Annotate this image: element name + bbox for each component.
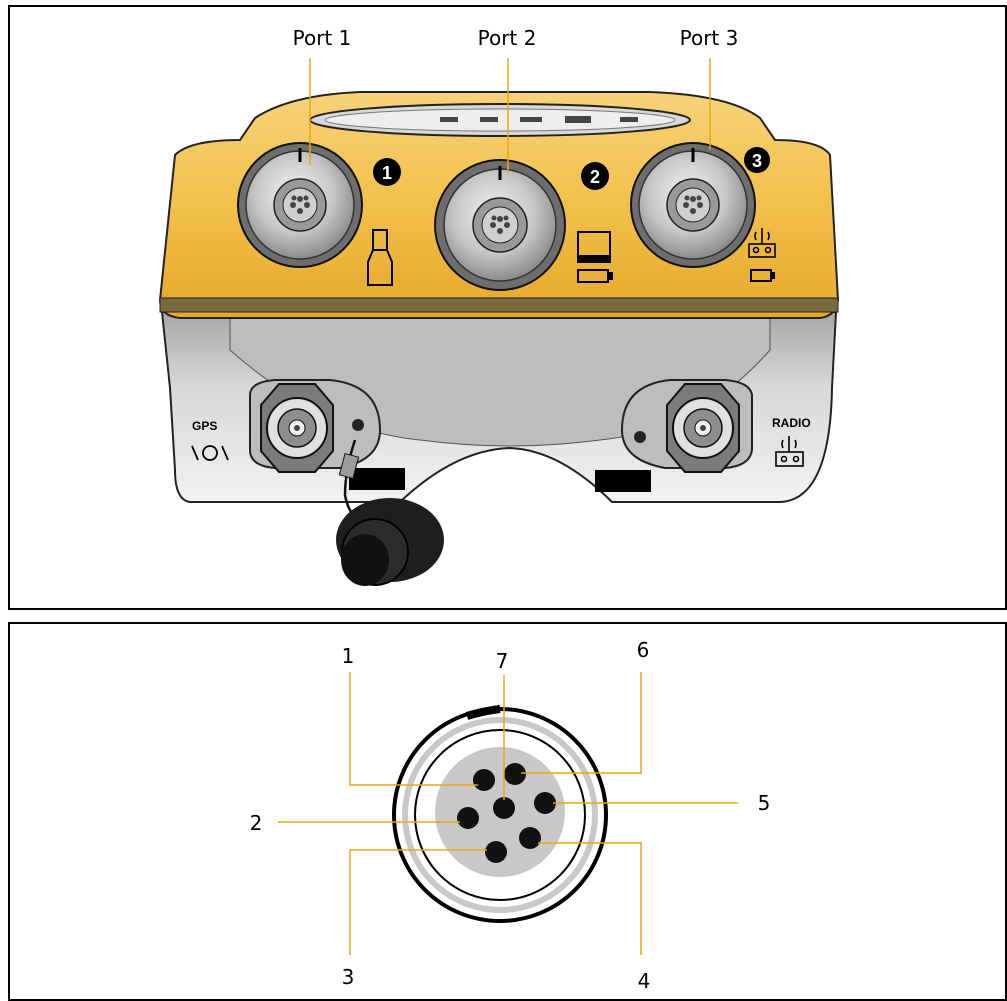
pin-7 [493, 797, 515, 819]
port-3-label: Port 3 [680, 26, 739, 50]
pin-label-3: 3 [342, 965, 355, 989]
pin-label-4: 4 [638, 969, 651, 993]
pin-label-6: 6 [637, 638, 650, 662]
computer-icon [577, 231, 611, 263]
pin-label-2: 2 [250, 811, 263, 835]
pin-3 [485, 841, 507, 863]
port-1-connector [237, 142, 363, 268]
radio-label: RADIO [772, 416, 811, 430]
port-number-badge-3: 3 [744, 147, 770, 173]
pin-4-leader [538, 842, 642, 955]
radio-label-plate [595, 470, 651, 492]
pin-2 [457, 807, 479, 829]
gps-label: GPS [192, 419, 217, 433]
port-1-cable-icon [367, 229, 393, 286]
gps-label-plate [349, 468, 405, 490]
port-2-connector [434, 159, 566, 291]
port-number-3: 3 [752, 151, 762, 171]
battery-icon-port-3 [750, 269, 775, 282]
satellite-icon [191, 445, 229, 461]
port-1-label: Port 1 [293, 26, 352, 50]
connector-key [465, 705, 501, 720]
pin-label-5: 5 [758, 791, 771, 815]
port-number-2: 2 [590, 167, 600, 187]
pin-1-leader [349, 672, 478, 786]
pin-label-7: 7 [496, 649, 509, 673]
pin-label-1: 1 [342, 644, 355, 668]
port-number-badge-2: 2 [581, 162, 609, 190]
port-2-label: Port 2 [478, 26, 537, 50]
pin-3-leader [349, 849, 487, 955]
pin-6 [504, 763, 526, 785]
pin-5 [534, 792, 556, 814]
pins [457, 763, 556, 863]
pin-4 [519, 827, 541, 849]
gps-antenna-connector [249, 379, 382, 473]
radio-antenna-connector [620, 379, 753, 473]
battery-icon [577, 269, 613, 283]
radio-modem-icon [748, 228, 776, 258]
port-number-badge-1: 1 [373, 158, 401, 186]
pin-6-leader [521, 672, 642, 774]
radio-icon [775, 436, 804, 467]
port-number-1: 1 [382, 163, 392, 183]
port-3-connector [630, 142, 756, 268]
pin-1 [473, 769, 495, 791]
dust-cap [336, 439, 444, 586]
